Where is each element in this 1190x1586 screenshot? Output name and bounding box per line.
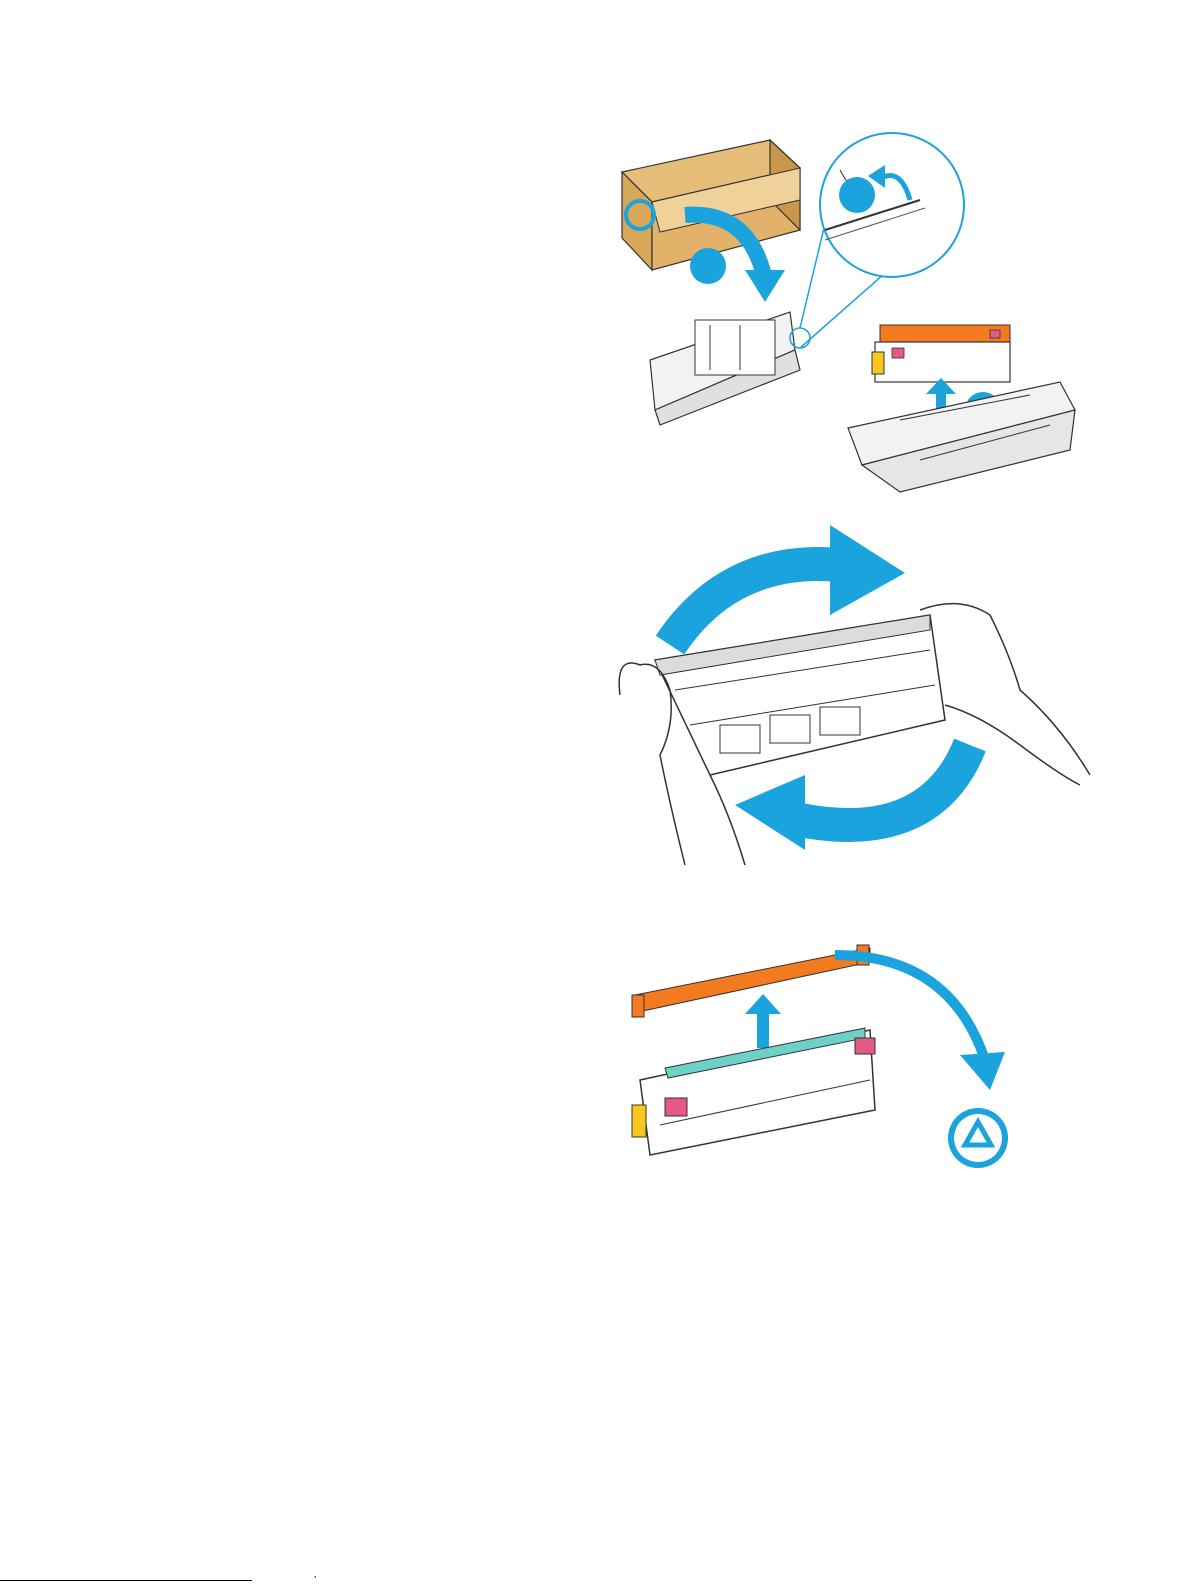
unpack-cartridge-figure (600, 120, 1190, 500)
cartridge-icon (632, 1028, 875, 1155)
shake-cartridge-illustration (600, 515, 1110, 870)
unpack-cartridge-illustration (600, 120, 1190, 500)
shipping-cover-icon (632, 945, 870, 1017)
tray-icon (650, 312, 800, 425)
remove-cover-figure (620, 940, 1020, 1180)
cartridge-icon (872, 325, 1010, 382)
recycle-icon (948, 1108, 1008, 1168)
callout-2-icon (839, 177, 875, 213)
zoom-detail-icon (820, 133, 964, 277)
shake-cartridge-figure (600, 515, 1110, 870)
callout-1-icon (690, 248, 726, 284)
cartridge-icon (655, 615, 945, 775)
footnote-rule (0, 1580, 252, 1581)
tray-empty-icon (848, 382, 1075, 492)
remove-cover-illustration (620, 940, 1020, 1180)
